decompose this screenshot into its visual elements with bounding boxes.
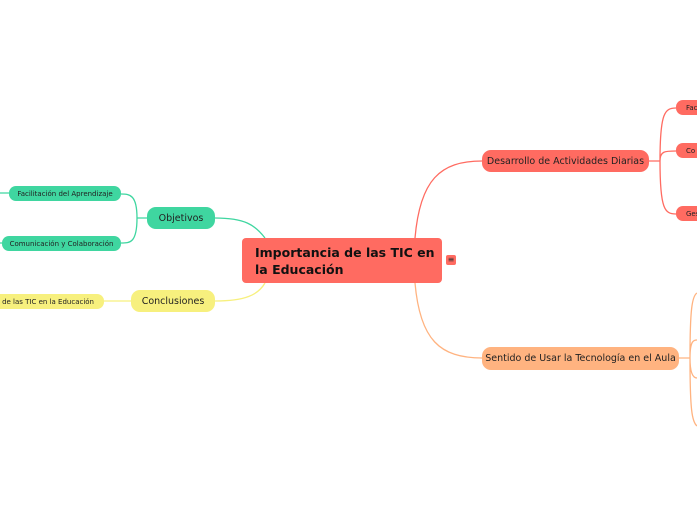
node-des-child-3[interactable]: Ges — [676, 206, 697, 221]
node-label: to de las TIC en la Educación — [0, 297, 94, 306]
connector-sentido — [414, 282, 483, 359]
connector-conclusiones — [214, 282, 266, 302]
node-label: Objetivos — [158, 212, 204, 224]
central-title: Importancia de las TIC en la Educación — [255, 244, 435, 277]
node-label: Desarrollo de Actividades Diarias — [486, 155, 645, 167]
node-label: Conclusiones — [141, 295, 205, 307]
central-topic[interactable]: Importancia de las TIC en la Educación — [242, 238, 442, 283]
node-facilitacion[interactable]: Facilitación del Aprendizaje — [9, 186, 121, 201]
connector-des-children — [649, 107, 677, 215]
node-conclusiones[interactable]: Conclusiones — [131, 290, 215, 312]
node-des-child-2[interactable]: Co — [676, 143, 697, 158]
connector-sentido-children — [679, 292, 697, 427]
menu-lines-icon[interactable]: ≡ — [446, 255, 456, 265]
node-label: Facilitación del Aprendizaje — [17, 189, 113, 198]
connector-desarrollo — [414, 160, 483, 239]
node-sentido[interactable]: Sentido de Usar la Tecnología en el Aula — [482, 347, 679, 370]
node-comunicacion[interactable]: Comunicación y Colaboración — [2, 236, 121, 251]
node-label: Co — [686, 146, 696, 155]
node-label: Fac — [686, 103, 697, 112]
node-desarrollo[interactable]: Desarrollo de Actividades Diarias — [482, 150, 649, 172]
node-conclusion-impacto[interactable]: to de las TIC en la Educación — [0, 294, 104, 309]
node-label: Comunicación y Colaboración — [9, 239, 114, 248]
connector-obj-children — [0, 192, 147, 244]
node-objetivos[interactable]: Objetivos — [147, 207, 215, 229]
node-des-child-1[interactable]: Fac — [676, 100, 697, 115]
connector-objetivos — [214, 217, 266, 239]
node-label: Ges — [686, 209, 697, 218]
node-label: Sentido de Usar la Tecnología en el Aula — [485, 353, 676, 364]
